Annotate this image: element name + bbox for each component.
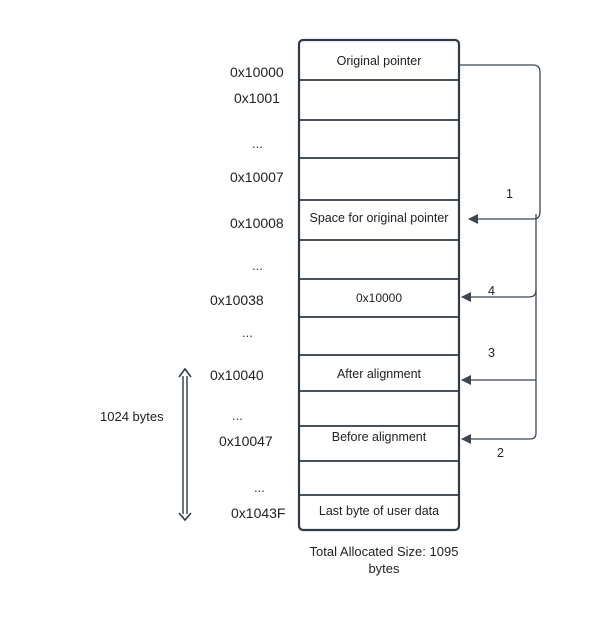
- ellipsis-2: ...: [252, 258, 263, 273]
- cell-before-alignment: Before alignment: [331, 430, 427, 444]
- address-0x10008: 0x10008: [230, 215, 284, 231]
- step-label-3: 3: [488, 346, 495, 360]
- address-0x10007: 0x10007: [230, 169, 284, 185]
- address-0x1043F: 0x1043F: [231, 505, 286, 521]
- address-0x1001: 0x1001: [234, 90, 280, 106]
- address-0x10047: 0x10047: [219, 433, 273, 449]
- total-size-line-1: Total Allocated Size: 1095: [309, 544, 459, 559]
- step-label-1: 1: [506, 187, 513, 201]
- total-size-line-2: bytes: [368, 561, 400, 576]
- step-label-2: 2: [497, 446, 504, 460]
- ellipsis-1: ...: [252, 136, 263, 151]
- cell-original-pointer: Original pointer: [336, 54, 422, 68]
- arrow-step-4: [461, 289, 537, 302]
- cell-stored-pointer-value: 0x10000: [355, 291, 403, 305]
- ellipsis-5: ...: [254, 480, 265, 495]
- ellipsis-3: ...: [242, 325, 253, 340]
- memory-column: [297, 38, 461, 532]
- memory-block-outline: [297, 38, 461, 532]
- address-0x10038: 0x10038: [210, 292, 264, 308]
- step-label-4: 4: [488, 284, 495, 298]
- arrow-step-1: [459, 64, 541, 224]
- arrow-step-2: [461, 214, 537, 444]
- size-label: 1024 bytes: [100, 409, 164, 424]
- cell-after-alignment: After alignment: [336, 367, 422, 381]
- cell-last-byte-of-user-data: Last byte of user data: [318, 504, 440, 518]
- total-size-caption: Total Allocated Size: 1095 bytes: [299, 543, 469, 577]
- cell-space-for-original-pointer: Space for original pointer: [309, 211, 449, 225]
- size-span-arrow: [178, 367, 192, 522]
- ellipsis-4: ...: [232, 408, 243, 423]
- address-0x10000: 0x10000: [230, 64, 284, 80]
- address-0x10040: 0x10040: [210, 367, 264, 383]
- connectors: [459, 64, 541, 444]
